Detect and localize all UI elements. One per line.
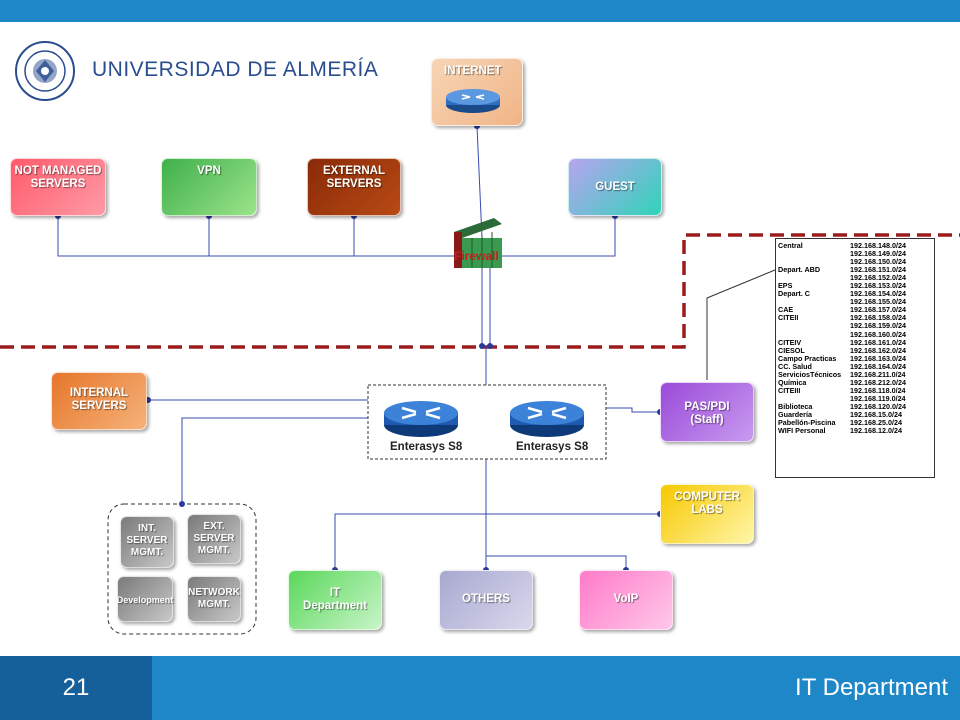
internet-router-icon <box>444 88 502 119</box>
labs-label-2: LABS <box>691 504 723 516</box>
footer-title: IT Department <box>795 674 948 701</box>
university-name: UNIVERSIDAD DE ALMERÍA <box>92 58 379 81</box>
vpn-label: VPN <box>197 165 221 177</box>
ext-mgmt-label-2: SERVER <box>193 533 235 544</box>
subnet-row: 192.168.155.0/24 <box>850 297 906 307</box>
external-label-1: EXTERNAL <box>323 165 385 177</box>
it-label-1: IT <box>329 587 341 599</box>
subnet-row: 192.168.159.0/24 <box>850 321 906 331</box>
others-node[interactable]: OTHERS <box>439 570 533 630</box>
pas-label-1: PAS/PDI <box>684 401 730 413</box>
ext-mgmt-label-3: MGMT. <box>197 545 231 556</box>
development-node[interactable]: Development <box>117 576 173 622</box>
subnet-row: 192.168.150.0/24 <box>850 257 906 267</box>
subnet-row: 192.168.152.0/24 <box>850 273 906 283</box>
network-mgmt-label-2: MGMT. <box>197 599 231 610</box>
internal-label-1: INTERNAL <box>69 387 129 399</box>
subnet-row: 192.168.160.0/24 <box>850 329 906 339</box>
labs-label-1: COMPUTER <box>674 491 740 503</box>
external-label-2: SERVERS <box>326 178 382 190</box>
guest-label: GUEST <box>595 181 635 193</box>
university-seal-icon <box>14 40 76 107</box>
router-1-icon <box>382 398 460 443</box>
int-mgmt-label-3: MGMT. <box>130 547 164 558</box>
network-mgmt-label-1: NETWORK <box>188 587 240 598</box>
page-number: 21 <box>62 674 90 701</box>
page-number-box <box>0 656 152 720</box>
subnet-row: 192.168.149.0/24 <box>850 249 906 259</box>
not-managed-label-1: NOT MANAGED <box>14 165 102 177</box>
vpn-node[interactable]: VPN <box>161 158 257 216</box>
subnet-row: 192.168.119.0/24 <box>850 393 906 403</box>
firewall-icon <box>450 214 506 275</box>
footer-bar <box>0 656 960 720</box>
top-bar <box>0 0 960 22</box>
router-2-icon <box>508 398 586 443</box>
int-mgmt-label-1: INT. <box>138 523 156 534</box>
router-1-label: Enterasys S8 <box>390 441 463 453</box>
router-2-label: Enterasys S8 <box>516 441 589 453</box>
pas-label-2: (Staff) <box>690 414 724 426</box>
others-label: OTHERS <box>462 593 510 605</box>
not-managed-label-2: SERVERS <box>30 178 86 190</box>
voip-node[interactable]: VoIP <box>579 570 673 630</box>
ext-mgmt-label-1: EXT. <box>203 521 225 532</box>
development-label: Development <box>116 595 174 605</box>
internal-label-2: SERVERS <box>71 400 127 412</box>
voip-label: VoIP <box>613 593 639 605</box>
internet-label: INTERNET <box>444 65 502 77</box>
int-mgmt-label-2: SERVER <box>126 535 168 546</box>
firewall-label: Firewall <box>454 249 499 263</box>
guest-node[interactable]: GUEST <box>568 158 662 216</box>
pas-pdi-node[interactable]: PAS/PDI(Staff) <box>660 382 754 442</box>
it-label-2: Department <box>303 600 367 612</box>
